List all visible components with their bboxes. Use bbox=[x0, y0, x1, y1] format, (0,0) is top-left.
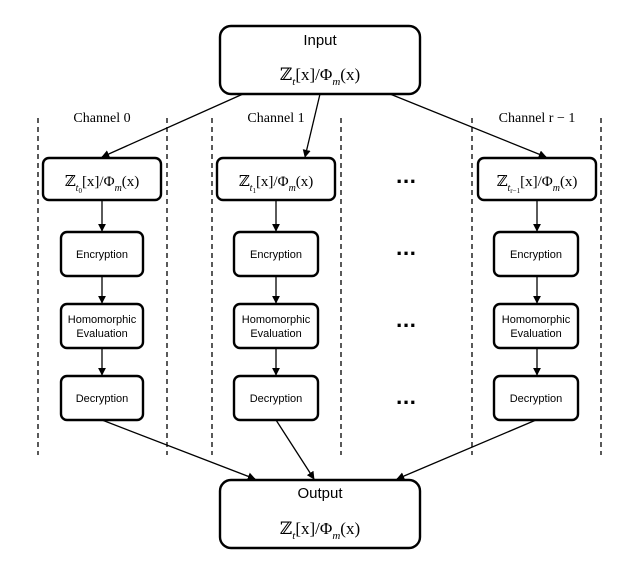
evaluation-box bbox=[492, 302, 580, 350]
evaluation-label-line2: Evaluation bbox=[510, 328, 561, 340]
channel-1: Channel 1 ℤt1[x]/Φm(x) Encryption Homomo… bbox=[215, 111, 337, 422]
channel-r-minus-1-to-output-arrow bbox=[396, 419, 537, 480]
channel-r-minus-1: Channel r − 1 ℤtr−1[x]/Φm(x) Encryption … bbox=[476, 111, 598, 422]
channel-1-to-output-arrow bbox=[275, 419, 315, 480]
evaluation-box bbox=[59, 302, 145, 350]
evaluation-box bbox=[232, 302, 320, 350]
encryption-label: Encryption bbox=[510, 249, 562, 261]
decryption-label: Decryption bbox=[510, 393, 563, 405]
input-node: Input ℤt[x]/Φm(x) bbox=[218, 24, 422, 96]
channel-label: Channel 0 bbox=[73, 111, 130, 126]
evaluation-label-line1: Homomorphic bbox=[242, 314, 311, 326]
encryption-label: Encryption bbox=[76, 249, 128, 261]
channel-ring-formula: ℤtr−1[x]/Φm(x) bbox=[497, 174, 578, 195]
input-to-channel-r-minus-1-arrow bbox=[389, 93, 547, 159]
decryption-label: Decryption bbox=[250, 393, 303, 405]
channel-label: Channel r − 1 bbox=[499, 111, 576, 126]
evaluation-label-line1: Homomorphic bbox=[68, 314, 137, 326]
channel-ring-formula: ℤt1[x]/Φm(x) bbox=[239, 174, 314, 195]
evaluation-label-line2: Evaluation bbox=[250, 328, 301, 340]
channel-ring-formula: ℤt0[x]/Φm(x) bbox=[65, 174, 140, 195]
output-title: Output bbox=[297, 485, 343, 502]
ellipsis: ... bbox=[396, 167, 417, 188]
input-title: Input bbox=[303, 32, 337, 49]
channel-0-to-output-arrow bbox=[101, 419, 256, 481]
decryption-label: Decryption bbox=[76, 393, 129, 405]
ellipsis: ... bbox=[396, 239, 417, 260]
encryption-box bbox=[492, 230, 580, 278]
ellipsis: ... bbox=[396, 388, 417, 409]
output-formula: ℤt[x]/Φm(x) bbox=[280, 519, 360, 542]
evaluation-label-line2: Evaluation bbox=[76, 328, 127, 340]
input-to-channel-1-arrow bbox=[302, 93, 321, 158]
input-to-channel-0-arrow bbox=[101, 93, 244, 158]
evaluation-label-line1: Homomorphic bbox=[502, 314, 571, 326]
output-node: Output ℤt[x]/Φm(x) bbox=[218, 478, 422, 550]
ellipsis: ... bbox=[396, 311, 417, 332]
channel-label: Channel 1 bbox=[247, 111, 304, 126]
channel-0: Channel 0 ℤt0[x]/Φm(x) Encryption Homomo… bbox=[41, 111, 163, 422]
input-formula: ℤt[x]/Φm(x) bbox=[280, 65, 360, 88]
encryption-label: Encryption bbox=[250, 249, 302, 261]
